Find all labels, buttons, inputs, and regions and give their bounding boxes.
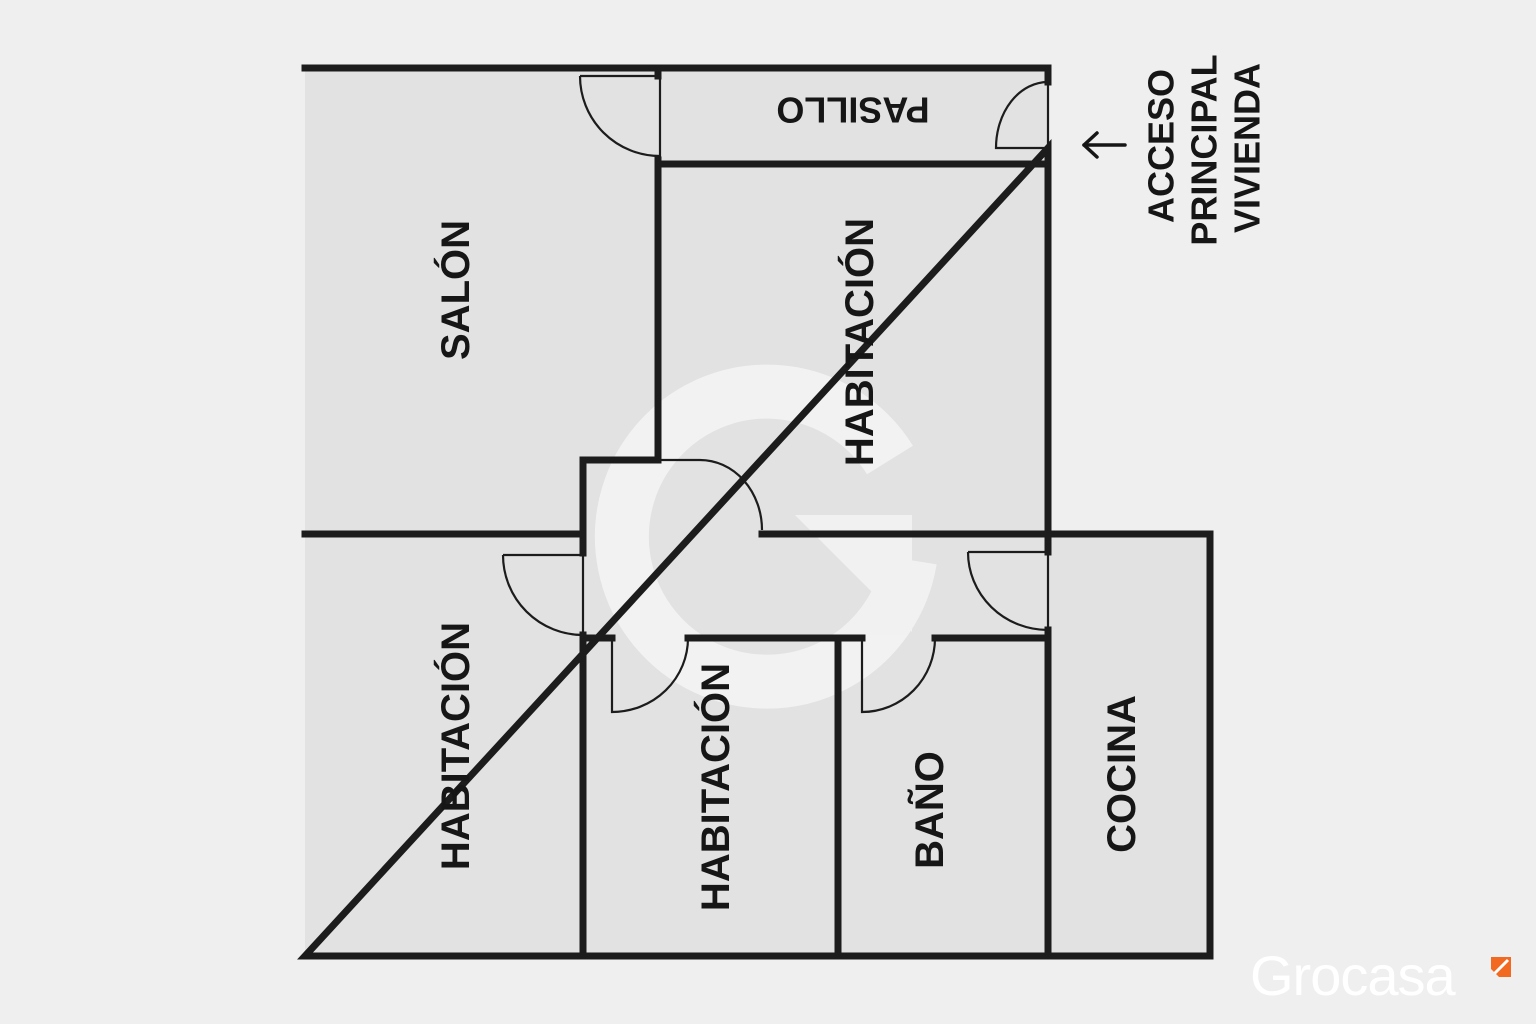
entrance-arrow-icon	[1082, 131, 1127, 159]
room-salon	[305, 68, 658, 534]
room-pasillo	[658, 68, 1048, 164]
label-cocina: COCINA	[1100, 695, 1144, 853]
door-cocina	[966, 550, 1050, 632]
door-bano	[860, 637, 937, 714]
label-salon: SALÓN	[432, 220, 478, 360]
entrance-label-line1: ACCESO	[1141, 69, 1182, 223]
entrance-label-line3: VIVIENDA	[1227, 63, 1268, 233]
wall-hall-notch	[301, 456, 662, 538]
label-habitacion-left: HABITACIÓN	[432, 622, 478, 870]
door-habitacion-left	[501, 553, 585, 637]
label-habitacion-middle: HABITACIÓN	[692, 663, 738, 911]
room-cocina	[1048, 534, 1210, 956]
grocasa-logo: Grocasa	[1250, 944, 1511, 1007]
outer-wall	[297, 64, 1214, 960]
door-habitacion-top	[658, 458, 764, 531]
label-bano: BAÑO	[906, 751, 952, 869]
room-fills	[305, 68, 1210, 956]
room-habitacion-left	[305, 534, 583, 956]
door-entrance	[994, 80, 1050, 150]
logo-arrow-icon	[1491, 957, 1511, 977]
wall-hall-top	[758, 530, 1052, 556]
logo-text: Grocasa	[1250, 944, 1456, 1007]
room-bano	[838, 638, 1048, 956]
entrance-label-line2: PRINCIPAL	[1184, 54, 1225, 245]
label-pasillo: PASILLO	[776, 90, 929, 131]
doors	[501, 74, 1050, 714]
door-habitacion-middle	[610, 637, 690, 714]
label-habitacion-top: HABITACIÓN	[836, 218, 882, 466]
walls	[297, 64, 1214, 960]
door-salon	[578, 74, 662, 158]
